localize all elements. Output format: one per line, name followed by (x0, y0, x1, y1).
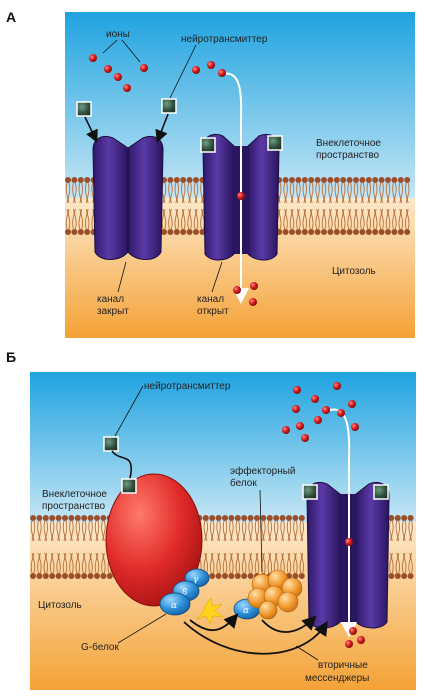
ion (348, 400, 356, 408)
membrane-bilayer (65, 177, 411, 235)
ion-channel-open (202, 134, 280, 261)
label-extracellular-a-line2: пространство (316, 150, 380, 161)
ligand-free-b (103, 436, 119, 452)
ion (192, 66, 200, 74)
label-effector-line1: эффекторный (230, 465, 296, 477)
ion-channel-closed (92, 136, 164, 260)
ion-flow-arrow-b (329, 408, 357, 638)
ion (349, 627, 357, 635)
ion (104, 65, 112, 73)
ligand-bound-right (267, 135, 283, 151)
alpha-to-effector-arrow (189, 613, 239, 631)
ion (314, 416, 322, 424)
ion (311, 395, 319, 403)
label-effector-line2: белок (230, 477, 257, 489)
ion (218, 69, 226, 77)
messenger-to-channel-arrow (261, 615, 317, 633)
ligand-bound-channel-left (302, 484, 318, 500)
panel-b: Б γ β α α (6, 349, 416, 690)
g-protein-coupled-receptor (105, 473, 203, 607)
ion (237, 192, 245, 200)
ion (351, 423, 359, 431)
ligand-bound-channel-right (373, 484, 389, 500)
ligand-free-right (161, 98, 177, 114)
label-neurotransmitter-b: нейротрансмиттер (144, 381, 231, 392)
label-channel-closed-line2: закрыт (97, 306, 129, 317)
label-neurotransmitter-a: нейротрансмиттер (181, 34, 268, 45)
ion (357, 636, 365, 644)
ion (337, 409, 345, 417)
g-protein: γ β α (159, 568, 210, 616)
ion (249, 298, 257, 306)
binding-arrow-right (155, 113, 169, 143)
panel-a-letter: А (6, 9, 16, 25)
ion (296, 422, 304, 430)
label-extracellular-a-line1: Внеклеточное (316, 138, 381, 149)
ion (114, 73, 122, 81)
binding-arrow-left (84, 116, 98, 143)
label-channel-open-line2: открыт (197, 306, 229, 317)
ions-group-a (89, 54, 258, 306)
activation-spark (196, 597, 224, 625)
ions-group-b (282, 382, 365, 648)
ion (233, 286, 241, 294)
ion (140, 64, 148, 72)
ion (345, 538, 353, 546)
label-channel-open-line1: канал (197, 294, 224, 305)
ion (250, 282, 258, 290)
ion-flow-arrow (221, 72, 249, 304)
label-ions: ионы (106, 29, 130, 40)
ion (333, 382, 341, 390)
ion (123, 84, 131, 92)
ion (322, 406, 330, 414)
ligand-free-left (76, 101, 92, 117)
label-channel-closed-line1: канал (97, 294, 124, 305)
label-extracellular-b-line1: Внеклеточное (42, 489, 107, 500)
beta-subunit-label: β (181, 588, 187, 598)
label-second-messengers-line1: вторичные (318, 660, 368, 671)
pathway-arrow (183, 620, 328, 655)
label-cytosol-a: Цитозоль (332, 266, 376, 277)
panel-b-letter: Б (6, 349, 16, 365)
ligand-bound-receptor (121, 478, 137, 494)
ligand-bound-left (200, 137, 216, 153)
alpha-subunit-label: α (171, 601, 177, 611)
label-cytosol-b: Цитозоль (38, 600, 82, 611)
label-extracellular-b-line2: пространство (42, 501, 106, 512)
ion (282, 426, 290, 434)
ion (207, 61, 215, 69)
ion (292, 405, 300, 413)
ligand-path-b (111, 450, 133, 480)
label-second-messengers-line2: мессенджеры (305, 673, 369, 684)
ion (345, 640, 353, 648)
gamma-subunit-label: γ (193, 575, 199, 585)
effector-protein (247, 569, 303, 620)
ion (293, 386, 301, 394)
ion (89, 54, 97, 62)
activated-alpha-label: α (243, 606, 249, 616)
label-g-protein: G-белок (81, 641, 119, 653)
ion (301, 434, 309, 442)
panel-a: А (6, 9, 415, 338)
